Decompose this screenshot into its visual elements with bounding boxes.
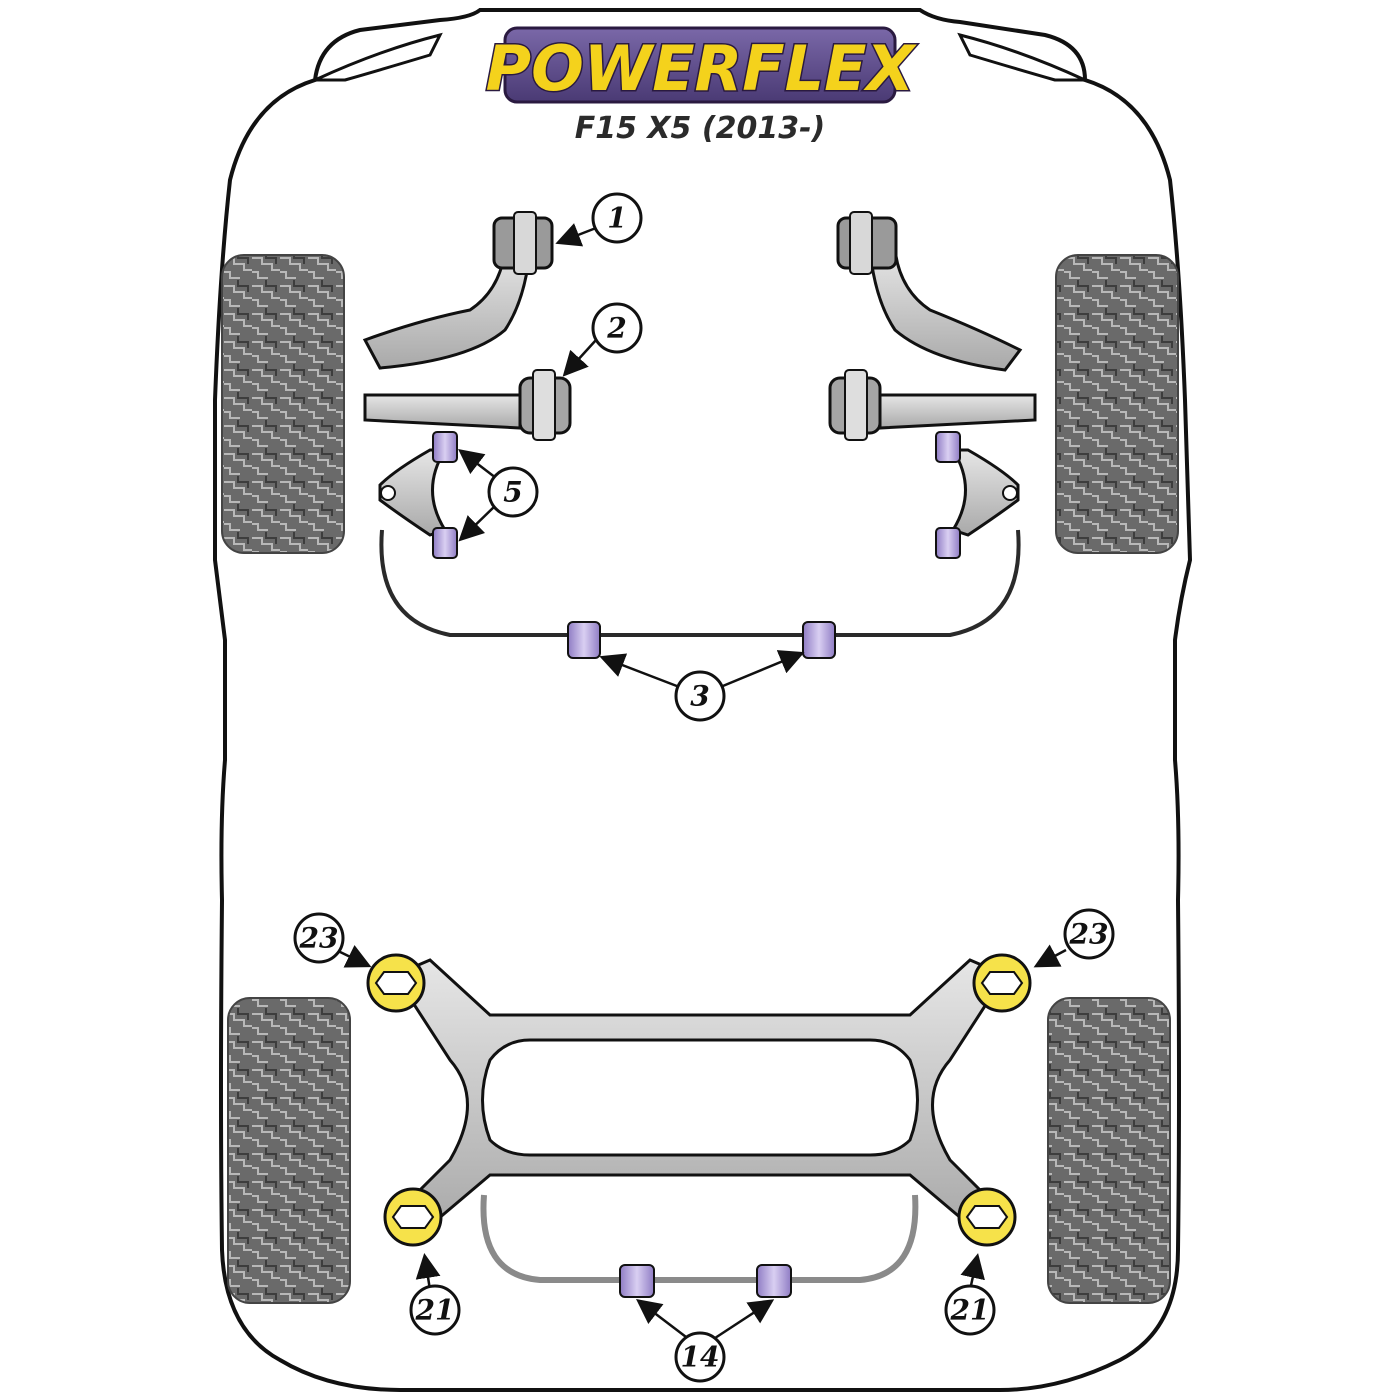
brand-name: POWERFLEX (486, 32, 918, 105)
callout-label: 2 (606, 312, 626, 345)
callout-3: 3 (674, 670, 726, 722)
callout-label: 21 (950, 1294, 990, 1327)
callout-23-left: 23 (293, 912, 345, 964)
front-right-wishbone (935, 431, 1020, 559)
bushing-23-right (972, 953, 1032, 1013)
callout-label: 3 (690, 680, 709, 713)
bushing-14-left (619, 1264, 655, 1298)
callout-label: 23 (1069, 918, 1109, 951)
front-right-upper-arm (836, 211, 1023, 372)
right-mirror (957, 32, 1086, 82)
front-left-upper-arm (362, 211, 554, 370)
callout-label: 5 (503, 476, 522, 509)
callout-14: 14 (674, 1331, 726, 1383)
bushing-3-right (802, 621, 836, 659)
callout-label: 14 (681, 1341, 720, 1374)
callout-21-right: 21 (944, 1284, 996, 1336)
callout-label: 21 (415, 1294, 455, 1327)
left-mirror (314, 32, 443, 82)
callout-1: 1 (591, 192, 643, 244)
bushing-5-lower-left (432, 527, 458, 559)
rear-left-tyre (227, 997, 351, 1304)
bushing-21-right (957, 1187, 1017, 1247)
rear-right-tyre (1047, 997, 1171, 1304)
front-left-tyre (221, 254, 345, 554)
front-left-lower-arm (363, 369, 572, 441)
callout-21-left: 21 (409, 1284, 461, 1336)
callout-2: 2 (591, 302, 643, 354)
bushing-14-right (756, 1264, 792, 1298)
powerflex-logo: POWERFLEX (484, 26, 919, 107)
bushing-3-left (567, 621, 601, 659)
rear-anti-roll-bar (480, 1194, 919, 1283)
front-anti-roll-bar (379, 529, 1021, 637)
bushing-23-left (366, 953, 426, 1013)
callout-label: 23 (299, 922, 339, 955)
callout-5: 5 (487, 466, 539, 518)
rear-subframe (392, 958, 1008, 1232)
bushing-21-left (383, 1187, 443, 1247)
front-right-lower-arm (828, 369, 1037, 441)
callout-23-right: 23 (1063, 908, 1115, 960)
front-left-wishbone (378, 431, 458, 559)
bushing-5-upper-left (432, 431, 458, 463)
model-title: F15 X5 (2013-) (575, 111, 826, 146)
callout-label: 1 (607, 202, 626, 235)
front-right-tyre (1055, 254, 1179, 554)
